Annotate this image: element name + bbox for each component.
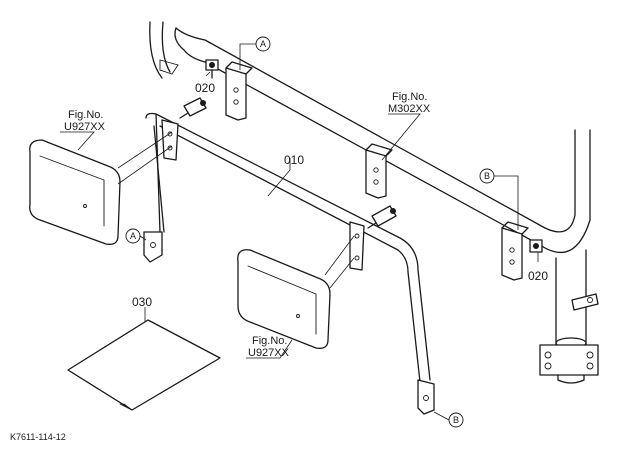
ref-circle-a-left: A bbox=[125, 228, 147, 244]
part-label-010: 010 bbox=[284, 153, 304, 167]
fig-no-left-line1: Fig.No. bbox=[68, 109, 103, 121]
sheet-030 bbox=[67, 319, 221, 411]
part-label-020-top: 020 bbox=[195, 81, 215, 95]
bar-bolt-left bbox=[179, 97, 207, 119]
ref-circle-a-top: A bbox=[239, 36, 271, 70]
leader-010 bbox=[267, 158, 291, 197]
bolt-020-top bbox=[205, 59, 219, 79]
work-light-center bbox=[237, 235, 355, 349]
leader-fig-left bbox=[60, 131, 95, 151]
fig-no-top-line1: Fig.No. bbox=[392, 91, 427, 103]
svg-text:B: B bbox=[453, 415, 459, 425]
leader-fig-top bbox=[381, 113, 421, 161]
bolt-020-right bbox=[529, 239, 543, 253]
upper-bracket-right bbox=[501, 221, 529, 281]
fig-no-left-line2: U927XX bbox=[64, 121, 106, 133]
svg-text:A: A bbox=[130, 231, 136, 241]
part-label-020-right: 020 bbox=[528, 269, 548, 283]
leader-fig-center bbox=[246, 339, 293, 359]
part-label-030: 030 bbox=[132, 295, 152, 309]
svg-text:A: A bbox=[260, 39, 266, 49]
upper-frame-tube bbox=[149, 21, 599, 384]
fig-no-center-line1: Fig.No. bbox=[252, 335, 287, 347]
ref-circle-b-bottom: B bbox=[433, 411, 464, 428]
upper-bracket-middle bbox=[365, 143, 393, 199]
upper-bracket-left bbox=[225, 61, 253, 121]
ref-circle-b-right: B bbox=[479, 168, 519, 230]
bar-bolt-right bbox=[367, 205, 397, 229]
svg-text:B: B bbox=[484, 171, 490, 181]
fig-no-center-line2: U927XX bbox=[248, 347, 290, 359]
drawing-code: K7611-114-12 bbox=[10, 432, 66, 442]
work-light-left bbox=[29, 131, 173, 245]
leader-020-top bbox=[205, 71, 211, 77]
fig-no-top-line2: M302XX bbox=[388, 103, 431, 115]
